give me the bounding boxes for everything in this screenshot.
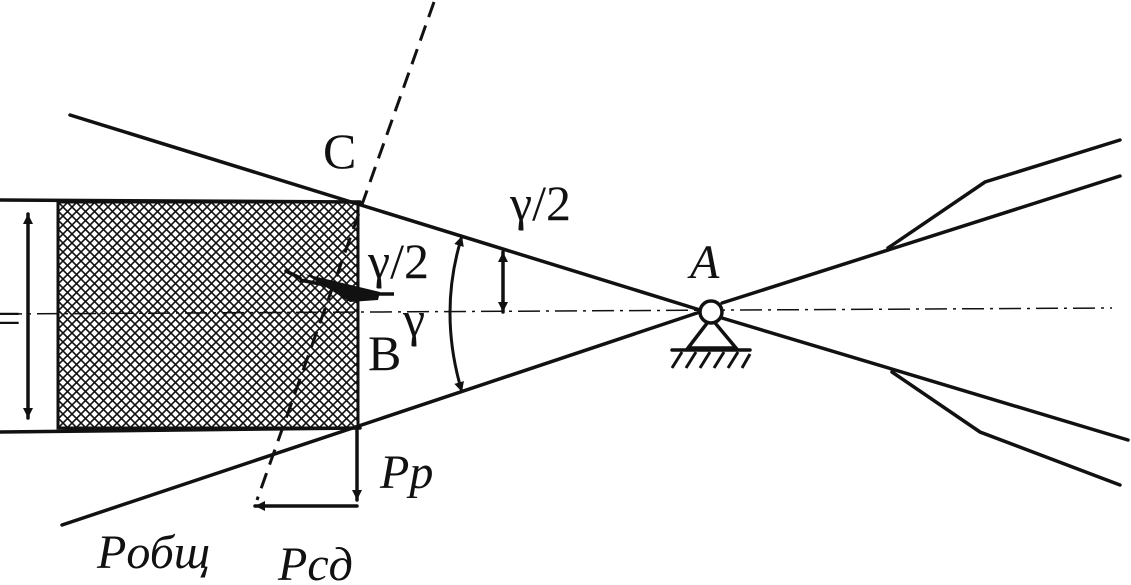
b-angle-tick (284, 269, 302, 280)
pr-force-label: Pp (379, 446, 433, 499)
block-top-line (0, 198, 362, 204)
half-angle-right-label: γ/2 (509, 175, 571, 231)
gamma-arc (448, 235, 464, 393)
block-bottom-line (0, 426, 362, 434)
material-block (56, 200, 360, 430)
point-a-label: A (687, 236, 720, 289)
gamma-label: γ (402, 291, 425, 347)
lower-jaw-line (60, 310, 702, 527)
dashed-force-line (255, 1, 436, 501)
width-mark-label: = (0, 294, 21, 343)
upper-jaw-line (68, 113, 702, 312)
half-angle-left-label: γ/2 (367, 233, 429, 289)
right-upper-jaw (886, 138, 1122, 250)
right-lower-jaw (890, 370, 1122, 487)
right-lower-line (720, 316, 1130, 442)
point-b-label: B (368, 325, 401, 381)
right-upper-line (720, 174, 1122, 305)
total-force-label: Pобщ (96, 526, 210, 579)
shear-force-label: Pсд (277, 538, 353, 585)
center-axis-line (0, 307, 1113, 315)
pivot-a-circle (698, 299, 724, 325)
point-c-label: C (323, 123, 356, 179)
pivot-support-a (670, 299, 752, 369)
